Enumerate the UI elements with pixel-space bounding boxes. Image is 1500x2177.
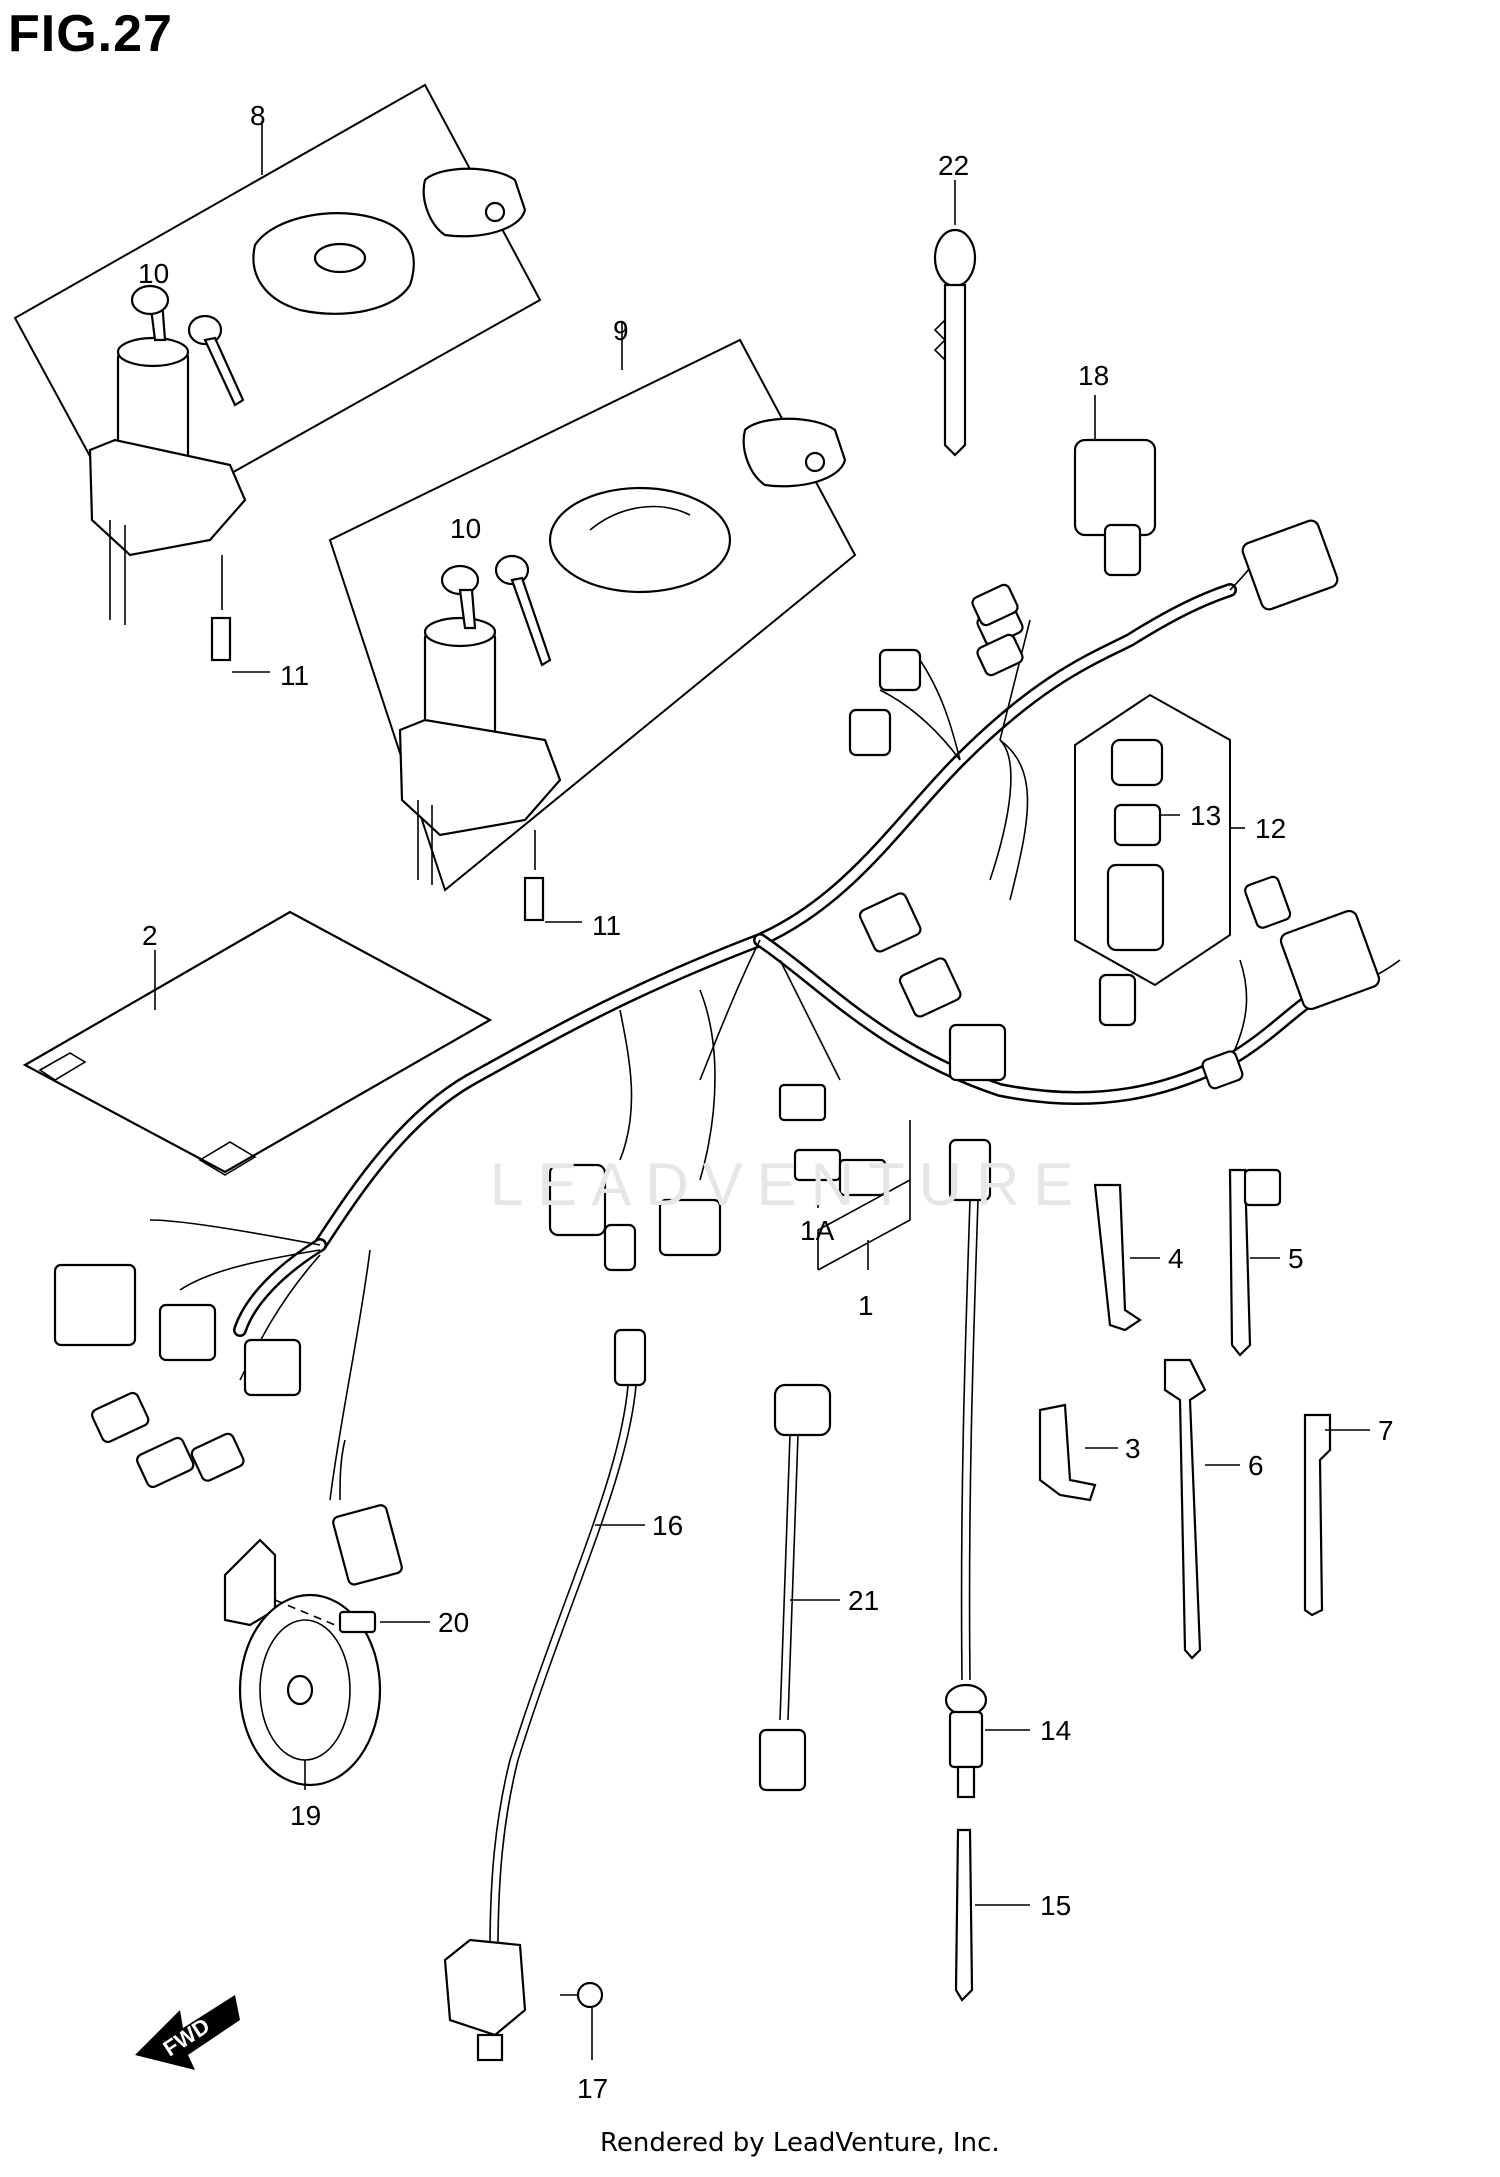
- callout-12: 12: [1255, 813, 1286, 844]
- callout-18: 18: [1078, 360, 1109, 391]
- seat-lock-8: [422, 167, 527, 238]
- callout-10a: 10: [138, 258, 169, 289]
- callout-17: 17: [577, 2073, 608, 2104]
- fuse-13: [1113, 803, 1162, 847]
- callout-21: 21: [848, 1585, 879, 1616]
- callout-15: 15: [1040, 1890, 1071, 1921]
- callout-14: 14: [1040, 1715, 1071, 1746]
- clamp-4: [1093, 1183, 1142, 1332]
- switch-16: [443, 1938, 527, 2037]
- bolt-11a: [210, 616, 232, 662]
- clamp-3: [1038, 1403, 1097, 1502]
- callout-11a: 11: [280, 660, 309, 691]
- cable-tie-5: [1228, 1168, 1252, 1357]
- relay-18: [1073, 438, 1157, 537]
- callout-8: 8: [250, 100, 266, 131]
- fuel-cap-9: [548, 486, 732, 594]
- lock-set-8: [13, 83, 542, 673]
- figure-title: FIG.27: [8, 5, 173, 63]
- part-21: [758, 1383, 840, 1792]
- callout-19: 19: [290, 1800, 321, 1831]
- part-16: [443, 1328, 647, 2062]
- watermark: LEADVENTURE: [490, 1151, 1088, 1218]
- sensor-14: [944, 1138, 1030, 2002]
- callout-3: 3: [1125, 1433, 1141, 1464]
- callout-5: 5: [1288, 1243, 1304, 1274]
- main-connector: [53, 1263, 137, 1347]
- bolt-11b: [523, 876, 545, 922]
- wiring-harness-1: [53, 438, 1401, 1586]
- callout-9: 9: [613, 315, 629, 346]
- screw-17: [576, 1981, 604, 2009]
- callout-13: 13: [1190, 800, 1221, 831]
- callout-6: 6: [1248, 1450, 1264, 1481]
- label-sheet-2: [22, 910, 493, 1176]
- bolt-20: [338, 1610, 377, 1634]
- callout-1A: 1A: [800, 1215, 835, 1246]
- callout-2: 2: [142, 920, 158, 951]
- callout-22: 22: [938, 150, 969, 181]
- key-22: [933, 180, 977, 457]
- horn-19: [223, 1538, 430, 1790]
- callout-7: 7: [1378, 1415, 1394, 1446]
- callout-11b: 11: [592, 910, 621, 941]
- callouts: 8 10 11 9 10 11 2 22 18 13 12 1A 1 4 5 3…: [138, 100, 1394, 2104]
- footer-credit: Rendered by LeadVenture, Inc.: [600, 2128, 1000, 2158]
- fwd-arrow-icon: FWD: [135, 1995, 240, 2070]
- callout-1: 1: [858, 1290, 874, 1321]
- callout-20: 20: [438, 1607, 469, 1638]
- callout-4: 4: [1168, 1243, 1184, 1274]
- lock-set-9: [328, 322, 857, 923]
- callout-10b: 10: [450, 513, 481, 544]
- rod-15: [954, 1828, 974, 2002]
- cable-tie-6: [1163, 1358, 1207, 1660]
- fuse-box-12: [1074, 693, 1245, 987]
- cable-tie-7: [1303, 1413, 1332, 1617]
- clamps: [1038, 1168, 1370, 1660]
- callout-16: 16: [652, 1510, 683, 1541]
- seat-lock-9: [742, 417, 847, 488]
